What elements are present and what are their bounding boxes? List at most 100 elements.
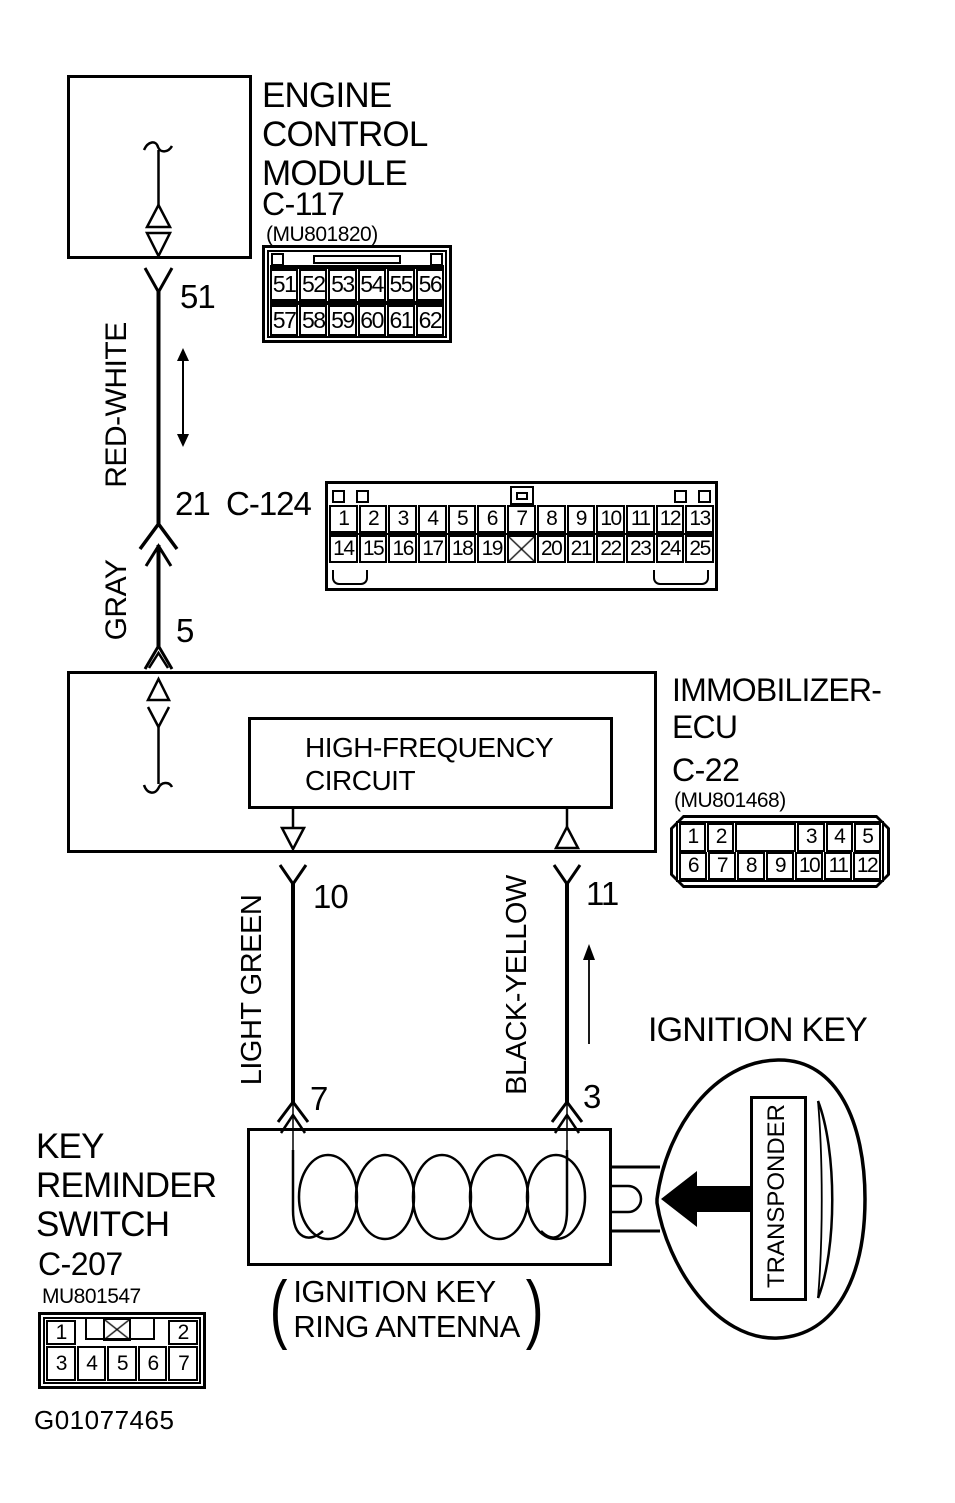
ring-antenna-caption: ( IGNITION KEY RING ANTENNA ): [266, 1266, 547, 1351]
switch-part-number: MU801547: [42, 1285, 141, 1308]
immobilizer-part-number: (MU801468): [674, 789, 786, 812]
both-direction-arrow-icon: [177, 348, 189, 447]
pin-cell: 10: [795, 851, 823, 880]
blocked-pin-cell: [507, 535, 536, 563]
pin-cell: 15: [358, 535, 388, 563]
connector-tab-icon: [698, 490, 711, 503]
caption-lines: IGNITION KEY RING ANTENNA: [293, 1274, 520, 1344]
pin-cell: 51: [270, 269, 299, 301]
ecm-connector-id: C-117: [262, 186, 345, 222]
pin-cell: 1: [46, 1320, 76, 1345]
connector-latch-icon: [509, 486, 534, 505]
connector-tab-icon: [674, 490, 687, 503]
pin-label-11: 11: [586, 875, 619, 912]
pin-cell: 19: [477, 535, 507, 563]
wire-color-gray: GRAY: [100, 559, 133, 641]
high-frequency-circuit-label: HIGH-FREQUENCY CIRCUIT: [251, 720, 610, 797]
inline-connector-chevron-icon: [138, 521, 179, 551]
pin-cell: 4: [825, 823, 853, 852]
connector-tab-icon: [332, 490, 345, 503]
pin-cell: 17: [418, 535, 447, 563]
pin-cell: 3: [46, 1346, 76, 1381]
pin-cell: 2: [358, 505, 388, 533]
pin-cell: 61: [386, 304, 415, 336]
pin-cell: 59: [328, 304, 357, 336]
connector-tab-icon: [430, 253, 443, 266]
light-green-wire: [276, 864, 310, 1152]
connector-latch-icon: [313, 255, 401, 264]
pin-cell: 58: [299, 304, 328, 336]
pin-cell: 62: [415, 304, 445, 336]
c207-pin-row-1: 1 2: [45, 1317, 199, 1346]
ring-antenna-box: [247, 1128, 612, 1266]
housing-stripe: [270, 265, 444, 269]
pin-label-7: 7: [310, 1080, 328, 1117]
ecm-title: ENGINE CONTROL MODULE: [262, 76, 428, 193]
pin-cell: 3: [388, 505, 418, 533]
housing-stripe: [270, 300, 444, 305]
connector-tab-icon: [356, 490, 369, 503]
pin-cell: 5: [447, 505, 477, 533]
key-blade: [612, 1165, 660, 1233]
pin-cell: 2: [168, 1320, 198, 1345]
connector-tab-icon: [271, 253, 284, 266]
pin-cell: 12: [853, 851, 881, 880]
pin-cell: 6: [477, 505, 507, 533]
pin-cell: 11: [625, 505, 655, 533]
switch-title-line: KEY: [36, 1127, 104, 1166]
pin-cell: 10: [596, 505, 625, 533]
connector-foot-icon: [332, 570, 368, 585]
ecm-title-line: MODULE: [262, 154, 408, 193]
pin-label-51: 51: [180, 278, 216, 315]
ecm-part-number: (MU801820): [266, 223, 378, 246]
inline-connector-id-c124: C-124: [226, 485, 312, 522]
immobilizer-title-line: IMMOBILIZER-: [672, 672, 882, 708]
pin-cell: 9: [766, 851, 794, 880]
pin-cell: 52: [299, 269, 328, 301]
immobilizer-title: IMMOBILIZER- ECU: [672, 672, 882, 746]
pin-cell: 20: [536, 535, 566, 563]
pin-cell: 6: [679, 851, 707, 880]
pin-label-3: 3: [583, 1078, 601, 1115]
pin-cell: 60: [357, 304, 386, 336]
pin-cell: 9: [566, 505, 596, 533]
immobilizer-ecu-box: [67, 671, 657, 853]
pin-label-21: 21: [175, 485, 211, 522]
caption-close-paren: ): [525, 1266, 544, 1351]
key-head-highlight-arc: [816, 1100, 834, 1299]
pin-cell: 1: [329, 505, 358, 533]
caption-line: IGNITION KEY: [293, 1274, 496, 1309]
caption-line: RING ANTENNA: [293, 1309, 520, 1344]
wire-color-red-white: RED-WHITE: [100, 322, 133, 488]
wire-color-light-green: LIGHT GREEN: [236, 894, 268, 1086]
pin-cell: 1: [679, 823, 707, 852]
key-reminder-switch-title: KEY REMINDER SWITCH: [36, 1127, 217, 1244]
pin-cell: 11: [824, 851, 852, 880]
caption-open-paren: (: [269, 1266, 288, 1351]
ignition-key-title: IGNITION KEY: [648, 1011, 868, 1049]
blank-cell: [735, 823, 797, 852]
engine-control-module-box: [67, 75, 252, 259]
transponder-signal-arrow-icon: [661, 1171, 752, 1227]
red-white-gray-wire: [138, 267, 179, 670]
pin-cell: 4: [418, 505, 447, 533]
pin-cell: 12: [655, 505, 685, 533]
switch-connector-id: C-207: [38, 1246, 123, 1282]
pin-cell: 16: [388, 535, 418, 563]
pin-cell: 55: [386, 269, 415, 301]
ecm-antenna-symbol: [142, 141, 174, 259]
pin-cell: 54: [357, 269, 386, 301]
pin-cell: 23: [625, 535, 655, 563]
switch-title-line: SWITCH: [36, 1205, 170, 1244]
pin-cell: 13: [685, 505, 714, 533]
